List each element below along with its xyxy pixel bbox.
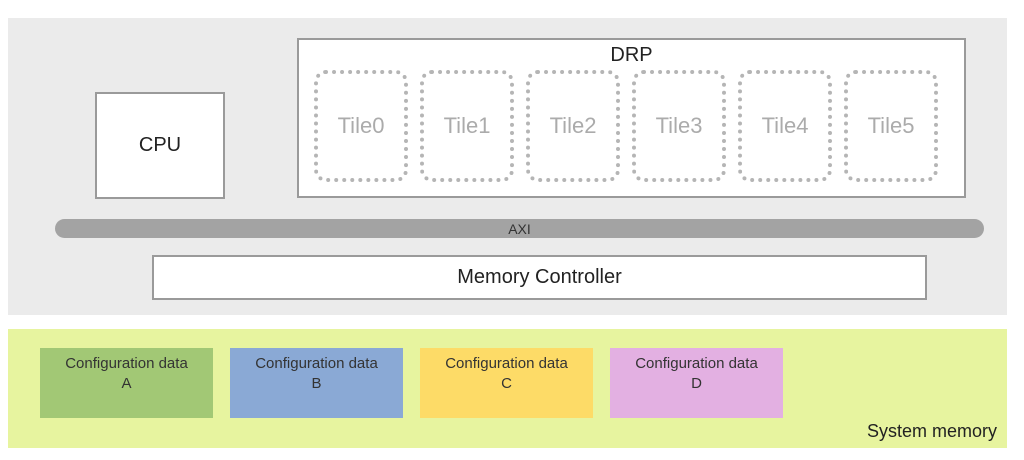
tile-label: Tile1 (443, 113, 491, 138)
config-data-block: Configuration data D (610, 348, 783, 418)
tile-label: Tile4 (761, 113, 809, 138)
memory-controller-block: Memory Controller (152, 255, 927, 300)
memory-controller-label: Memory Controller (457, 266, 622, 288)
config-data-title: Configuration data (445, 355, 568, 372)
tile-label: Tile3 (655, 113, 703, 138)
config-data-letter: A (121, 375, 132, 392)
config-data-title: Configuration data (65, 355, 188, 372)
system-memory-label: System memory (866, 421, 997, 441)
axi-bus-label: AXI (508, 220, 531, 237)
config-data-block: Configuration data A (40, 348, 213, 418)
tile-label: Tile2 (549, 113, 597, 138)
config-data-block: Configuration data B (230, 348, 403, 418)
drp-tile: Tile0 (314, 70, 408, 182)
drp-tile: Tile5 (844, 70, 938, 182)
tile-label: Tile5 (867, 113, 915, 138)
config-data-letter: D (691, 375, 702, 392)
cpu-block: CPU (95, 92, 225, 199)
axi-bus: AXI (55, 219, 984, 238)
config-data-letter: C (501, 375, 512, 392)
config-data-title: Configuration data (255, 355, 378, 372)
drp-tile: Tile4 (738, 70, 832, 182)
tile-label: Tile0 (337, 113, 385, 138)
drp-tile: Tile2 (526, 70, 620, 182)
config-data-letter: B (311, 375, 322, 392)
config-data-title: Configuration data (635, 355, 758, 372)
drp-label: DRP (610, 44, 653, 66)
config-data-block: Configuration data C (420, 348, 593, 418)
cpu-label: CPU (138, 134, 182, 156)
drp-tile: Tile1 (420, 70, 514, 182)
drp-tile: Tile3 (632, 70, 726, 182)
